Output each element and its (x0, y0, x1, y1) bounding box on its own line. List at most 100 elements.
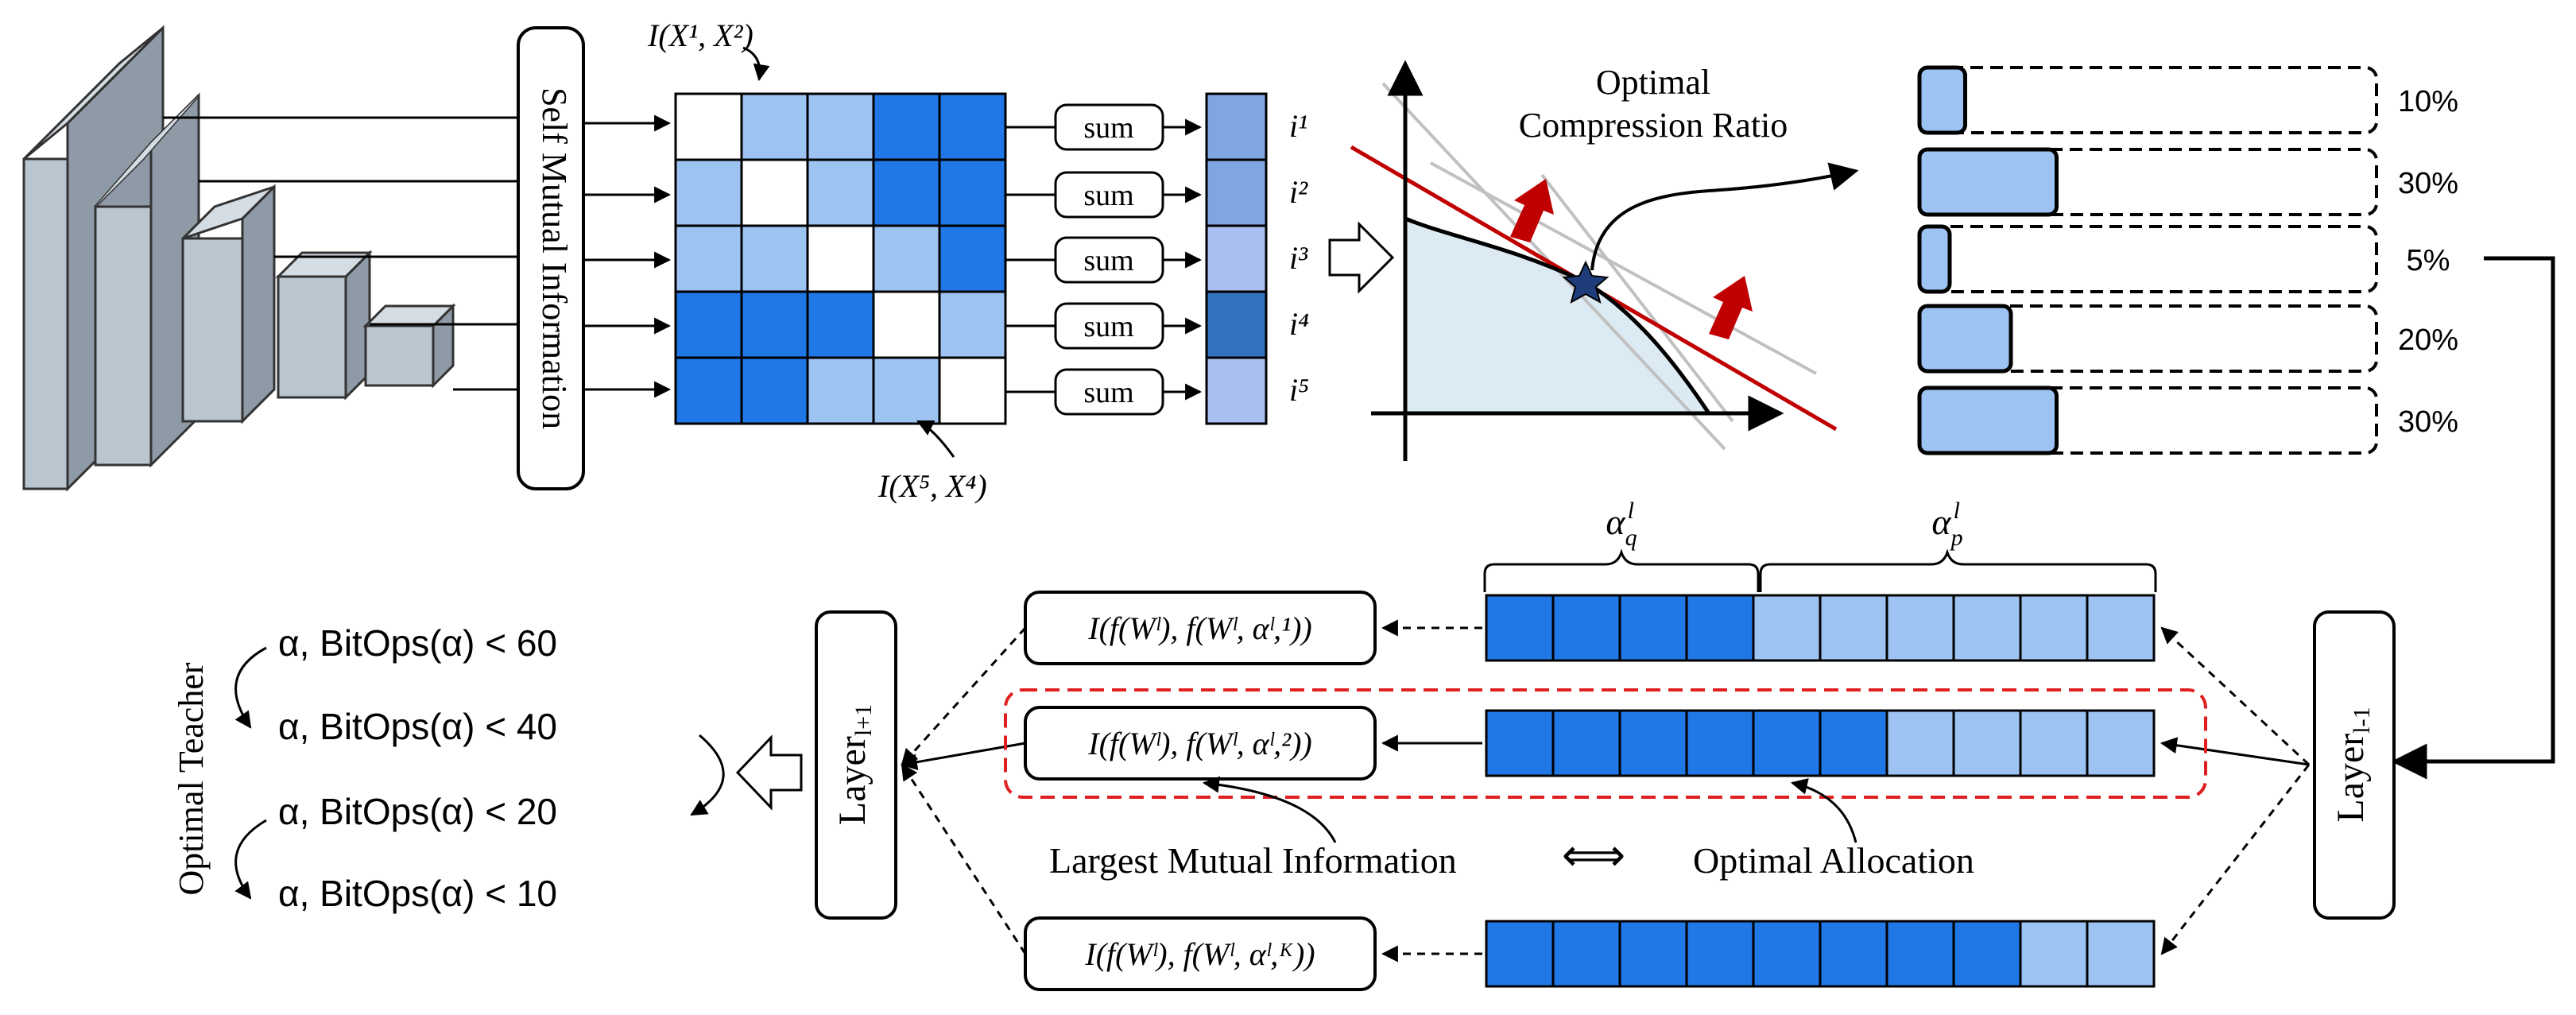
sum-label: sum (1083, 111, 1133, 145)
sum-label: sum (1083, 179, 1133, 212)
ratio-fill (1917, 224, 1952, 294)
feature-cube-3 (181, 184, 276, 424)
feature-cube-2 (94, 92, 200, 468)
mi-expression: I(f(Wˡ), f(Wˡ, αˡ,ᴷ)) (1084, 936, 1315, 972)
allocation-cell (1551, 594, 1621, 662)
alpha-p-sup: l (1954, 498, 1960, 524)
allocation-cell (2019, 709, 2089, 777)
ratio-label: 20% (2398, 323, 2458, 357)
allocation-cell (1685, 709, 1755, 777)
teacher-constraint: α, BitOps(α) < 60 (278, 622, 557, 664)
allocation-cell (1885, 594, 1955, 662)
allocation-cell (1485, 594, 1555, 662)
matrix-cell (806, 158, 875, 227)
feature-lines (163, 116, 518, 391)
sum-label: sum (1083, 310, 1133, 343)
ratio-fill (1917, 304, 2013, 374)
ratio-label: 30% (2398, 167, 2458, 200)
matrix-bottom-pointer (916, 420, 955, 458)
allocation-cell (1618, 594, 1688, 662)
ratio-fill (1917, 65, 1967, 135)
importance-cell (1205, 290, 1268, 359)
matrix-cell (938, 290, 1007, 359)
matrix-cell (938, 356, 1007, 425)
hollow-arrow-to-teacher (735, 734, 803, 811)
allocation-cell (1485, 709, 1555, 777)
matrix-cell (872, 290, 941, 359)
matrix-cell (872, 158, 941, 227)
alpha-q-symbol: α (1606, 502, 1625, 542)
feature-cube-4 (275, 250, 373, 401)
ratio-to-layer-connector (2391, 256, 2555, 780)
matrix-cell (938, 158, 1007, 227)
matrix-cell (740, 92, 809, 161)
mi-expression: I(f(Wˡ), f(Wˡ, αˡ,¹)) (1087, 610, 1311, 646)
allocation-cell (1952, 709, 2022, 777)
matrix-cell (806, 290, 875, 359)
caption-equiv: ⟺ (1562, 830, 1625, 880)
allocation-cell (1685, 594, 1755, 662)
alpha-braces (1483, 548, 2157, 592)
ratio-label: 10% (2398, 85, 2458, 118)
matrix-cell (674, 224, 743, 293)
matrix-cell (872, 224, 941, 293)
allocation-cell (1551, 709, 1621, 777)
mi-to-layer-arrow (901, 763, 1027, 955)
matrix-cell (674, 158, 743, 227)
layer-next-box: Layerl+1 (815, 610, 897, 920)
teacher-constraint: α, BitOps(α) < 10 (278, 873, 557, 914)
matrix-cell (740, 356, 809, 425)
teacher-label: Optimal Teacher (172, 662, 211, 895)
importance-label: i² (1289, 174, 1308, 210)
ratio-label: 5% (2407, 244, 2450, 277)
ratio-track (1918, 225, 2378, 293)
teacher-constraints: α, BitOps(α) < 60 α, BitOps(α) < 40 α, Bit… (278, 622, 557, 914)
pareto-plot (1350, 60, 1859, 461)
smi-label: Self Mutual Information (535, 87, 574, 429)
allocation-cell (1485, 920, 1555, 988)
allocation-cell (2086, 920, 2156, 988)
hollow-arrow-to-plot (1328, 221, 1395, 294)
ratio-track (1918, 66, 2378, 134)
teacher-constraint: α, BitOps(α) < 20 (278, 791, 557, 832)
mi-to-layer-arrow (901, 626, 1027, 766)
allocation-cell (1752, 709, 1822, 777)
layer-to-alloc-arrow (2160, 737, 2310, 766)
matrix-cell (806, 92, 875, 161)
teacher-curved-arrows (234, 646, 725, 900)
ratio-label: 30% (2398, 405, 2458, 439)
importance-label: i⁴ (1289, 306, 1309, 342)
allocation-cell (1885, 709, 1955, 777)
teacher-constraint: α, BitOps(α) < 40 (278, 706, 557, 747)
matrix-cell (806, 356, 875, 425)
matrix-cell (938, 92, 1007, 161)
svg-text:Layerl-1: Layerl-1 (2330, 707, 2375, 822)
matrix-cell (674, 92, 743, 161)
plot-title-line1: Optimal (1596, 63, 1710, 102)
smi-to-matrix-arrows (583, 114, 672, 398)
matrix-cell (872, 356, 941, 425)
allocation-cell (2019, 920, 2089, 988)
sum-label: sum (1083, 244, 1133, 277)
encoder-stack (22, 25, 456, 492)
optimal-point-star (1562, 260, 1610, 304)
caption-optimal-alloc: Optimal Allocation (1693, 840, 1974, 881)
smi-box: Self Mutual Information (517, 26, 585, 490)
matrix-cell (806, 224, 875, 293)
allocation-cell (1819, 920, 1888, 988)
svg-text:αpl: αpl (1931, 498, 1962, 551)
allocation-cell (1952, 920, 2022, 988)
layer-prev-sub: l-1 (2349, 707, 2375, 733)
allocation-cell (2086, 594, 2156, 662)
importance-cell (1205, 224, 1268, 293)
plot-title-line2: Compression Ratio (1519, 106, 1788, 145)
matrix-cell (938, 224, 1007, 293)
importance-cell (1205, 92, 1268, 161)
importance-cell (1205, 356, 1268, 425)
matrix-top-pointer (742, 46, 770, 82)
importance-label: i⁵ (1289, 372, 1309, 408)
mi-matrix (674, 92, 1007, 425)
ratio-fill (1917, 385, 2059, 455)
